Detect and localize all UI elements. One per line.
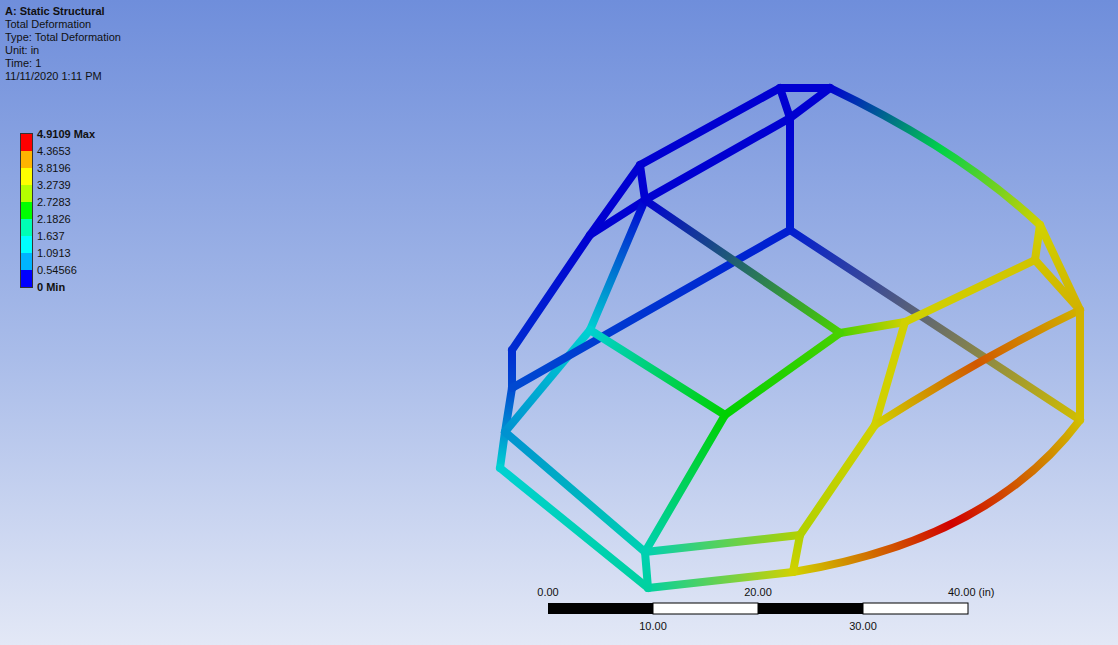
cage-tube xyxy=(648,572,793,588)
result-info: Type: Total Deformation xyxy=(5,31,121,44)
cage-tube xyxy=(786,118,794,230)
cage-tube xyxy=(1076,310,1084,420)
scale-label: 30.00 xyxy=(849,620,877,633)
legend-swatch xyxy=(21,134,32,151)
scale-label: 10.00 xyxy=(639,620,667,633)
cage-tube xyxy=(640,88,780,165)
legend-swatch xyxy=(21,202,32,219)
legend-value: 0 Min xyxy=(37,281,65,294)
legend-value: 1.637 xyxy=(37,230,65,243)
scale-label: 0.00 xyxy=(537,586,558,599)
legend-swatch xyxy=(21,219,32,236)
legend-value: 3.2739 xyxy=(37,179,71,192)
cage-tube xyxy=(875,310,1080,425)
cage-tube xyxy=(780,88,790,118)
scale-bar xyxy=(548,603,968,614)
result-info: Time: 1 xyxy=(5,57,41,70)
cage-tube xyxy=(725,333,840,415)
scale-label: 20.00 xyxy=(744,586,772,599)
legend-swatch xyxy=(21,168,32,185)
result-info: 11/11/2020 1:11 PM xyxy=(5,70,102,83)
legend-value: 1.0913 xyxy=(37,247,71,260)
cage-tube xyxy=(793,420,1080,572)
legend-swatch xyxy=(21,151,32,168)
cage-tube xyxy=(800,425,875,535)
legend-value: 2.7283 xyxy=(37,196,71,209)
cage-tube xyxy=(645,415,725,552)
cage-tube xyxy=(645,552,648,588)
legend-swatch xyxy=(21,185,32,202)
cage-tube xyxy=(645,535,800,552)
legend-swatch xyxy=(21,236,32,253)
legend-swatch xyxy=(21,253,32,270)
cage-tube xyxy=(1035,260,1080,310)
cage-tube xyxy=(645,200,840,333)
result-title: A: Static Structural xyxy=(5,5,105,18)
legend-value: 4.3653 xyxy=(37,145,71,158)
cage-tube xyxy=(590,200,645,330)
cage-tube xyxy=(512,235,590,350)
cage-tube xyxy=(830,88,1040,225)
cage-tube xyxy=(793,535,800,572)
legend-value: 4.9109 Max xyxy=(37,128,95,141)
cage-tube xyxy=(645,118,790,200)
result-info: Unit: in xyxy=(5,44,39,57)
legend-value: 0.54566 xyxy=(37,264,77,277)
cage-tube xyxy=(590,330,725,415)
result-info: Total Deformation xyxy=(5,18,91,31)
legend-value: 2.1826 xyxy=(37,213,71,226)
cage-tube xyxy=(790,88,830,118)
cage-tube xyxy=(840,322,905,333)
cage-tube xyxy=(905,260,1035,322)
legend-value: 3.8196 xyxy=(37,162,71,175)
cage-tube xyxy=(500,468,648,588)
legend-frame xyxy=(21,134,33,288)
cage-tube xyxy=(500,432,505,468)
legend-swatch xyxy=(21,270,32,287)
scale-label: 40.00 (in) xyxy=(948,586,994,599)
